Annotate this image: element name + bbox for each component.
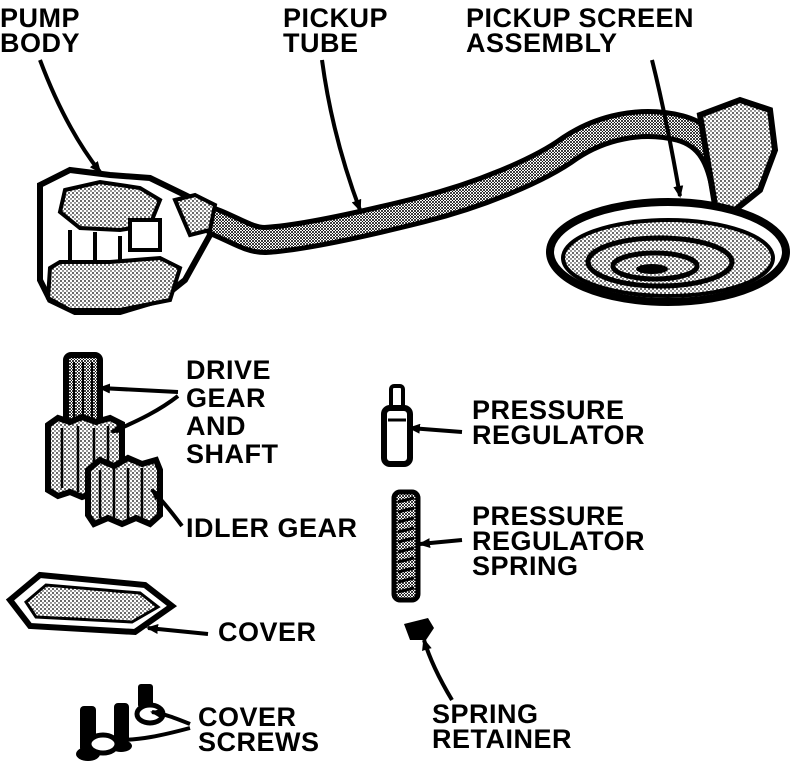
label-pressure-regulator-line1: PRESSURE: [472, 395, 625, 425]
arrow-regulator-spring: [418, 538, 463, 549]
label-pickup-screen-assembly: PICKUP SCREEN ASSEMBLY: [466, 3, 695, 58]
label-pressure-regulator-spring: PRESSURE REGULATOR SPRING: [472, 501, 645, 581]
label-spring-retainer-line1: SPRING: [432, 699, 539, 729]
label-drive-line3: AND: [186, 411, 246, 441]
pressure-regulator-part: [381, 384, 413, 467]
label-pressure-regulator: PRESSURE REGULATOR: [472, 395, 645, 450]
arrow-cover-screws-1: [150, 708, 191, 726]
label-pickup-tube: PICKUP TUBE: [283, 3, 389, 58]
label-regulator-spring-line3: SPRING: [472, 551, 579, 581]
label-pump-body-line2: BODY: [0, 28, 81, 58]
pump-body-part: [37, 166, 218, 315]
label-cover-screws-line2: SCREWS: [198, 727, 320, 757]
label-spring-retainer-line2: RETAINER: [432, 724, 573, 754]
arrow-idler-gear: [150, 488, 184, 528]
label-pump-body: PUMP BODY: [0, 3, 81, 58]
label-spring-retainer: SPRING RETAINER: [432, 699, 573, 754]
arrow-cover-screws-2: [116, 726, 191, 745]
arrow-pickup-screen: [650, 59, 684, 198]
cover-part: [5, 571, 178, 636]
label-cover-screws-line1: COVER: [198, 702, 297, 732]
arrow-spring-retainer: [422, 638, 454, 702]
label-drive-line2: GEAR: [186, 383, 267, 413]
label-regulator-spring-line1: PRESSURE: [472, 501, 625, 531]
label-pickup-tube-line2: TUBE: [283, 28, 359, 58]
arrow-pressure-regulator: [408, 423, 463, 434]
arrow-drive-gear-1: [98, 383, 179, 394]
label-pickup-screen-line1: PICKUP SCREEN: [466, 3, 695, 33]
label-cover-screws: COVER SCREWS: [198, 702, 320, 757]
pressure-regulator-spring-part: [391, 489, 421, 603]
label-cover-line1: COVER: [218, 617, 317, 647]
arrow-cover: [146, 624, 209, 636]
pickup-screen-assembly-part: [546, 96, 790, 306]
label-pressure-regulator-line2: REGULATOR: [472, 420, 645, 450]
label-idler-gear-line1: IDLER GEAR: [186, 513, 358, 543]
label-pickup-tube-line1: PICKUP: [283, 3, 389, 33]
label-drive-line1: DRIVE: [186, 355, 272, 385]
pickup-tube-part: [180, 109, 740, 256]
label-pump-body-line1: PUMP: [0, 3, 81, 33]
leader-arrows: [38, 59, 684, 745]
cover-screws-part: [76, 684, 166, 761]
label-pickup-screen-line2: ASSEMBLY: [466, 28, 618, 58]
arrow-pickup-tube: [320, 59, 362, 212]
idler-gear-part: [85, 454, 163, 528]
spring-retainer-part: [404, 618, 434, 640]
label-regulator-spring-line2: REGULATOR: [472, 526, 645, 556]
label-drive-line4: SHAFT: [186, 439, 279, 469]
label-drive-gear-and-shaft: DRIVE GEAR AND SHAFT: [186, 356, 279, 468]
label-idler-gear: IDLER GEAR: [186, 513, 358, 543]
arrow-pump-body: [38, 59, 102, 174]
label-cover: COVER: [218, 617, 317, 647]
arrow-drive-gear-2: [110, 394, 180, 434]
